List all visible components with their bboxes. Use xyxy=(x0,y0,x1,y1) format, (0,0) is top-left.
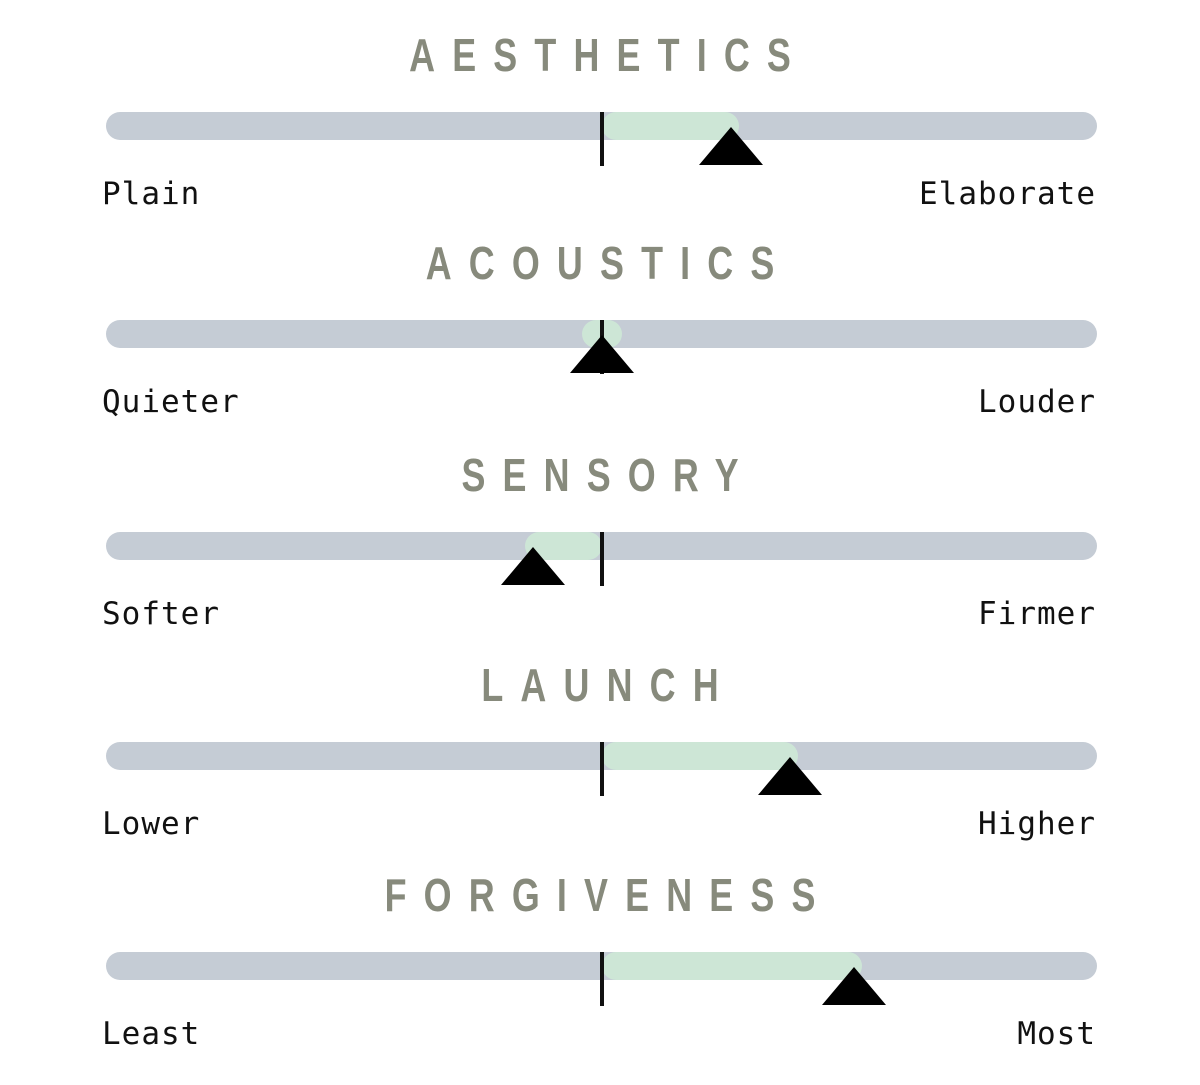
marker-triangle-icon xyxy=(758,757,823,795)
scale-title: FORGIVENESS xyxy=(384,869,833,921)
center-line xyxy=(600,742,604,796)
center-line xyxy=(600,952,604,1006)
scale-acoustics: ACOUSTICS Quieter Louder xyxy=(0,208,1200,420)
scale-title: LAUNCH xyxy=(481,659,736,711)
right-label: Most xyxy=(1017,1016,1096,1052)
scale-sensory: SENSORY Softer Firmer xyxy=(0,420,1200,632)
left-label: Lower xyxy=(102,806,201,842)
marker-triangle-icon xyxy=(570,335,634,373)
right-label: Firmer xyxy=(978,596,1096,632)
scale-title: ACOUSTICS xyxy=(425,237,792,289)
scale-aesthetics: AESTHETICS Plain Elaborate xyxy=(0,0,1200,212)
center-line xyxy=(600,112,604,166)
left-label: Quieter xyxy=(102,384,240,420)
scale-forgiveness: FORGIVENESS Least Most xyxy=(0,840,1200,1052)
marker-triangle-icon xyxy=(500,547,565,585)
left-label: Softer xyxy=(102,596,220,632)
right-label: Higher xyxy=(978,806,1096,842)
left-label: Least xyxy=(102,1016,201,1052)
scale-fill xyxy=(602,952,863,980)
left-label: Plain xyxy=(102,176,201,212)
center-line xyxy=(600,532,604,586)
marker-triangle-icon xyxy=(698,127,763,165)
right-label: Elaborate xyxy=(919,176,1096,212)
scale-launch: LAUNCH Lower Higher xyxy=(0,630,1200,842)
marker-triangle-icon xyxy=(822,967,887,1005)
right-label: Louder xyxy=(978,384,1096,420)
scale-title: AESTHETICS xyxy=(409,29,809,81)
scale-title: SENSORY xyxy=(461,449,756,501)
